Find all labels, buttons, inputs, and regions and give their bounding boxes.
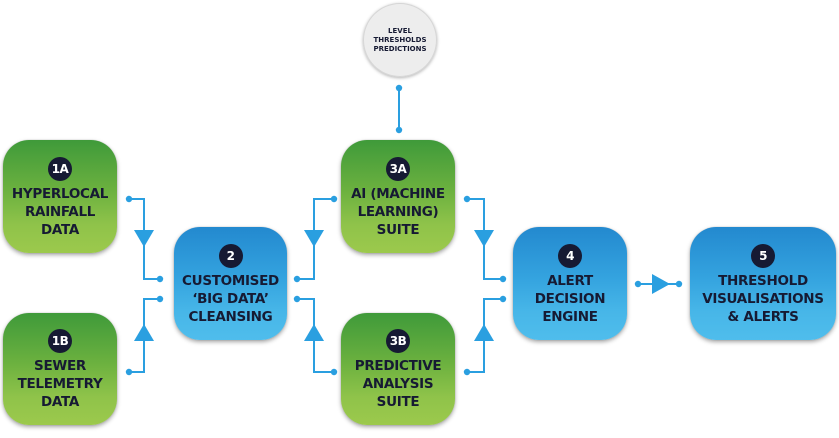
node-label-line: CUSTOMISED (182, 272, 279, 289)
circle-label-line: LEVEL (388, 26, 412, 35)
node-label-line: SUITE (376, 221, 420, 238)
arrowhead-down-icon (304, 230, 324, 247)
arrowhead-right-icon (652, 274, 670, 294)
arrowhead-up-icon (134, 324, 154, 341)
connector-endpoint-dot (293, 275, 301, 283)
node-label-line: PREDICTIVE (354, 358, 442, 374)
connector-endpoint-dot (395, 84, 403, 92)
node-label-line: DATA (40, 394, 79, 410)
step-badge: 1A (48, 156, 72, 181)
node-label: SEWER TELEMETRY DATA (18, 357, 103, 411)
step-badge: 4 (558, 243, 582, 268)
connector-endpoint-dot (634, 280, 642, 288)
node-1a-hyperlocal-rainfall-data: 1A HYPERLOCAL RAINFALL DATA (3, 140, 117, 253)
node-label-line: LEARNING) (357, 203, 439, 220)
node-label-line: DATA (40, 221, 79, 238)
circle-label-line: THRESHOLDS (373, 35, 427, 44)
node-4-alert-decision-engine: 4 ALERT DECISION ENGINE (513, 227, 627, 340)
connector-endpoint-dot (395, 126, 403, 134)
connector-endpoint-dot (499, 295, 507, 303)
node-label-line: TELEMETRY (17, 376, 103, 392)
node-label-line: SUITE (376, 394, 420, 410)
node-label: THRESHOLD VISUALISATIONS & ALERTS (702, 272, 824, 326)
connector-endpoint-dot (499, 275, 507, 283)
arrowhead-up-icon (304, 324, 324, 341)
node-label-line: SEWER (34, 358, 86, 374)
level-thresholds-predictions-circle: LEVEL THRESHOLDS PREDICTIONS (363, 3, 437, 77)
node-label-line: ANALYSIS (362, 376, 434, 392)
connector-endpoint-dot (330, 368, 338, 376)
arrowhead-down-icon (134, 230, 154, 247)
node-label: CUSTOMISED ‘BIG DATA’ CLEANSING (182, 272, 279, 326)
node-5-threshold-visualisations-alerts: 5 THRESHOLD VISUALISATIONS & ALERTS (690, 227, 836, 340)
circle-label: LEVEL THRESHOLDS PREDICTIONS (373, 27, 426, 54)
step-badge: 1B (48, 329, 72, 353)
node-label: AI (MACHINE LEARNING) SUITE (351, 185, 445, 239)
step-badge: 2 (218, 243, 243, 268)
connector-endpoint-dot (125, 368, 133, 376)
node-label-line: AI (MACHINE (351, 185, 445, 202)
node-1b-sewer-telemetry-data: 1B SEWER TELEMETRY DATA (3, 313, 117, 425)
connector-endpoint-dot (463, 368, 471, 376)
node-label-line: VISUALISATIONS (702, 290, 824, 307)
node-label-line: THRESHOLD (718, 272, 808, 289)
node-label-line: RAINFALL (24, 203, 96, 220)
arrowhead-down-icon (474, 230, 494, 247)
node-label-line: ‘BIG DATA’ (192, 290, 269, 307)
node-label-line: CLEANSING (188, 308, 273, 325)
node-label-line: & ALERTS (727, 308, 799, 325)
node-label-line: DECISION (534, 290, 606, 307)
connector-endpoint-dot (156, 295, 164, 303)
node-3a-ai-machine-learning-suite: 3A AI (MACHINE LEARNING) SUITE (341, 140, 455, 253)
step-badge: 5 (751, 243, 775, 268)
connector-endpoint-dot (156, 275, 164, 283)
node-2-big-data-cleansing: 2 CUSTOMISED ‘BIG DATA’ CLEANSING (174, 227, 287, 340)
connector-endpoint-dot (675, 280, 683, 288)
connector-endpoint-dot (293, 295, 301, 303)
connector-endpoint-dot (330, 195, 338, 203)
node-label-line: HYPERLOCAL (11, 185, 109, 202)
step-badge: 3A (386, 156, 410, 181)
node-label: PREDICTIVE ANALYSIS SUITE (355, 357, 442, 411)
node-3b-predictive-analysis-suite: 3B PREDICTIVE ANALYSIS SUITE (341, 313, 455, 425)
node-label-line: ENGINE (542, 308, 598, 325)
step-badge: 3B (386, 329, 410, 353)
node-label: ALERT DECISION ENGINE (534, 272, 606, 326)
connector-endpoint-dot (125, 195, 133, 203)
node-label: HYPERLOCAL RAINFALL DATA (12, 185, 108, 239)
circle-label-line: PREDICTIONS (373, 44, 427, 53)
connector-endpoint-dot (463, 195, 471, 203)
node-label-line: ALERT (547, 272, 593, 289)
arrowhead-up-icon (474, 324, 494, 341)
